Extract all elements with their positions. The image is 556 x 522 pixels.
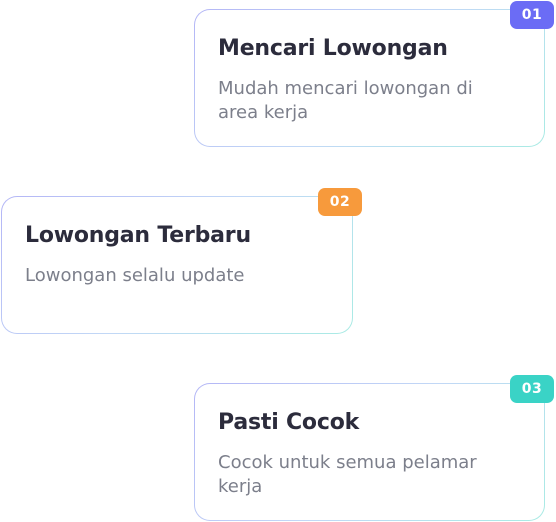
card-title: Pasti Cocok: [218, 410, 360, 435]
step-badge: 02: [318, 188, 362, 216]
step-badge: 03: [510, 375, 554, 403]
feature-card-mencari-lowongan: 01 Mencari Lowongan Mudah mencari lowong…: [194, 1, 554, 147]
card-description: Mudah mencari lowongan di area kerja: [218, 78, 473, 123]
feature-card-lowongan-terbaru: 02 Lowongan Terbaru Lowongan selalu upda…: [1, 188, 362, 334]
card-title: Lowongan Terbaru: [25, 223, 251, 248]
card-title: Mencari Lowongan: [218, 36, 448, 61]
step-badge: 01: [510, 1, 554, 29]
feature-card-pasti-cocok: 03 Pasti Cocok Cocok untuk semua pelamar…: [194, 375, 554, 521]
card-description: Cocok untuk semua pelamar kerja: [218, 452, 477, 497]
card-description: Lowongan selalu update: [25, 265, 245, 286]
